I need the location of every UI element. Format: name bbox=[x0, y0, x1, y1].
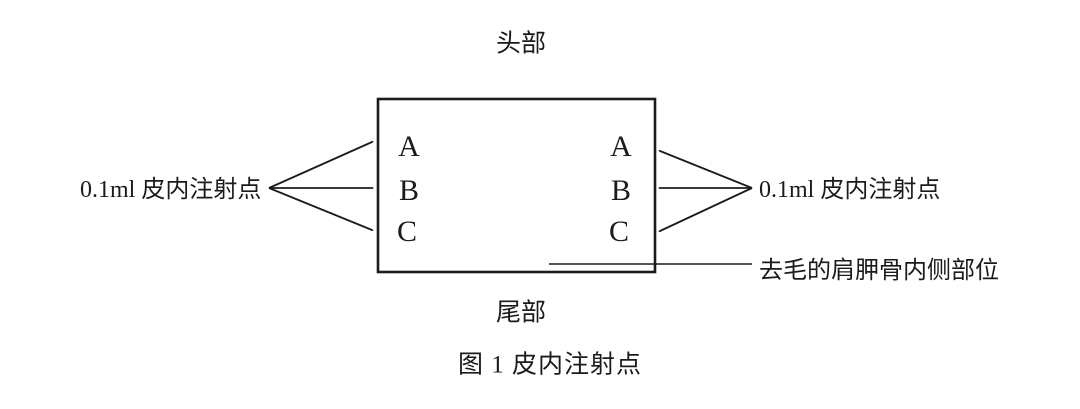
right-point-c: C bbox=[608, 215, 630, 248]
right-arrow-fan bbox=[660, 151, 753, 231]
left-injection-label: 0.1ml 皮内注射点 bbox=[80, 177, 262, 203]
left-arrow-a-icon bbox=[268, 142, 372, 189]
left-arrow-fan bbox=[268, 142, 372, 230]
figure-caption: 图 1 皮内注射点 bbox=[457, 351, 643, 379]
left-point-a: A bbox=[398, 130, 420, 163]
right-arrow-c-icon bbox=[660, 187, 753, 231]
tail-zone-label: 尾部 bbox=[495, 299, 547, 327]
left-point-b: B bbox=[398, 174, 420, 207]
body-rectangle bbox=[376, 97, 657, 274]
left-point-c: C bbox=[396, 215, 418, 248]
right-point-b: B bbox=[610, 174, 632, 207]
scapula-site-label: 去毛的肩胛骨内侧部位 bbox=[759, 258, 999, 284]
right-point-a: A bbox=[610, 130, 632, 163]
head-zone-label: 头部 bbox=[495, 30, 547, 58]
right-injection-label: 0.1ml 皮内注射点 bbox=[759, 177, 941, 203]
left-arrow-c-icon bbox=[268, 187, 372, 230]
right-arrow-a-icon bbox=[660, 151, 753, 189]
